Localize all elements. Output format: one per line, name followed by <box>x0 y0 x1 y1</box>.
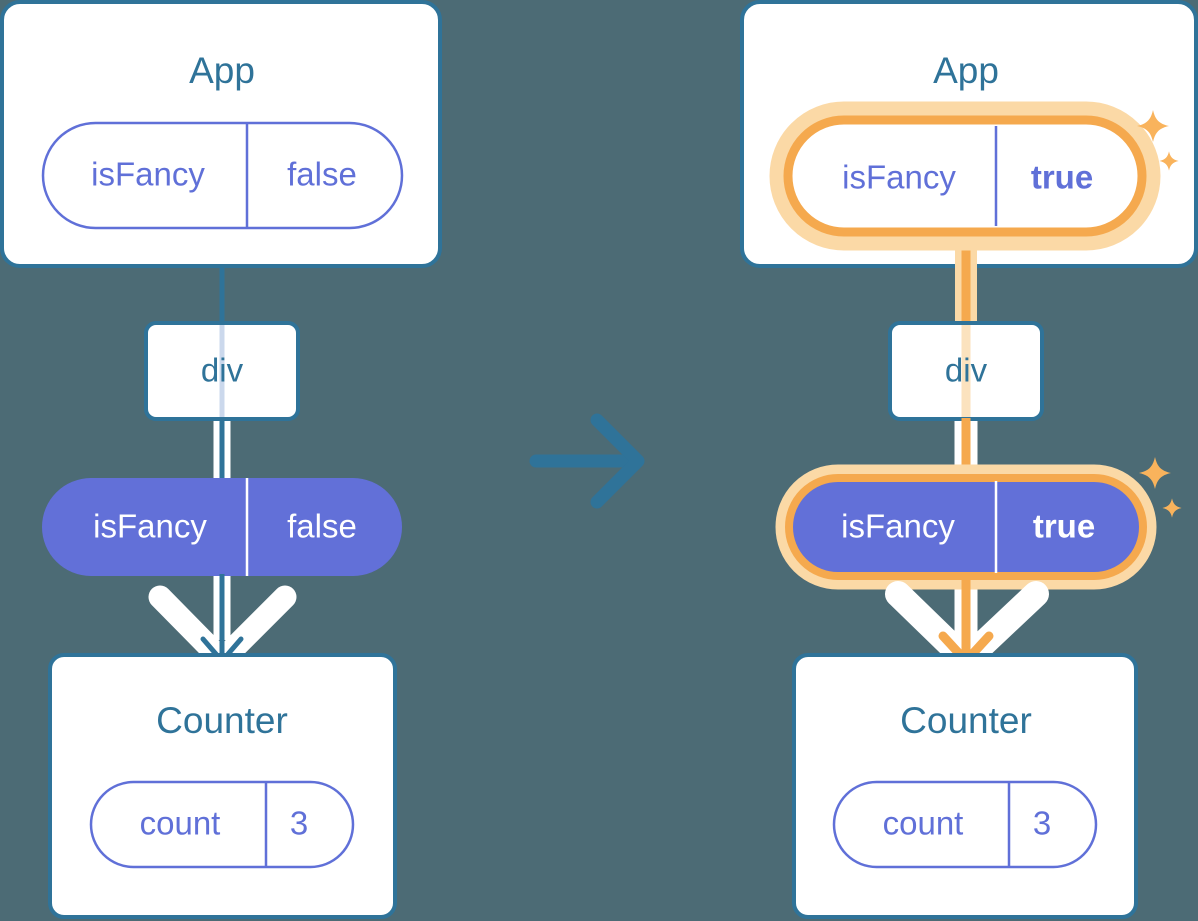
app-state-pill-name-after: isFancy <box>842 159 956 196</box>
prop-pill: isFancy false <box>42 478 402 576</box>
sparkle-large-prop-icon <box>1139 457 1171 489</box>
counter-state-pill-name-after: count <box>883 805 964 842</box>
counter-card-after <box>792 653 1138 919</box>
app-state-pill-ring <box>783 115 1147 237</box>
app-state-pill-name: isFancy <box>91 156 205 193</box>
app-card <box>0 0 442 268</box>
counter-state-pill-after: count 3 <box>832 780 1098 869</box>
counter-card-title: Counter <box>156 700 288 741</box>
div-card-label-after: div <box>945 352 988 389</box>
app-state-pill: isFancy false <box>41 121 404 230</box>
counter-card <box>48 653 397 919</box>
div-card-label: div <box>201 352 244 389</box>
prop-pill-value-after: true <box>1033 508 1095 545</box>
prop-pill-name-after: isFancy <box>841 508 955 545</box>
app-card-title: App <box>189 50 255 91</box>
counter-state-pill-value: 3 <box>290 805 308 842</box>
panel-after: App isFancy true div <box>740 0 1198 919</box>
transition-arrow-right-icon <box>529 413 645 509</box>
counter-state-pill-value-after: 3 <box>1033 805 1051 842</box>
counter-card-title-after: Counter <box>900 700 1032 741</box>
app-state-pill-value: false <box>287 156 357 193</box>
panel-before: App isFancy false div isFancy false <box>0 0 442 919</box>
sparkle-small-prop-icon <box>1162 498 1182 518</box>
counter-state-pill-name: count <box>140 805 221 842</box>
prop-pill-after: isFancy true <box>775 464 1157 590</box>
counter-state-pill: count 3 <box>89 780 355 869</box>
app-card-title-after: App <box>933 50 999 91</box>
prop-pill-value: false <box>287 508 357 545</box>
app-state-pill-after: isFancy true <box>769 101 1161 251</box>
app-state-pill-value-after: true <box>1031 159 1093 196</box>
prop-pill-name: isFancy <box>93 508 207 545</box>
